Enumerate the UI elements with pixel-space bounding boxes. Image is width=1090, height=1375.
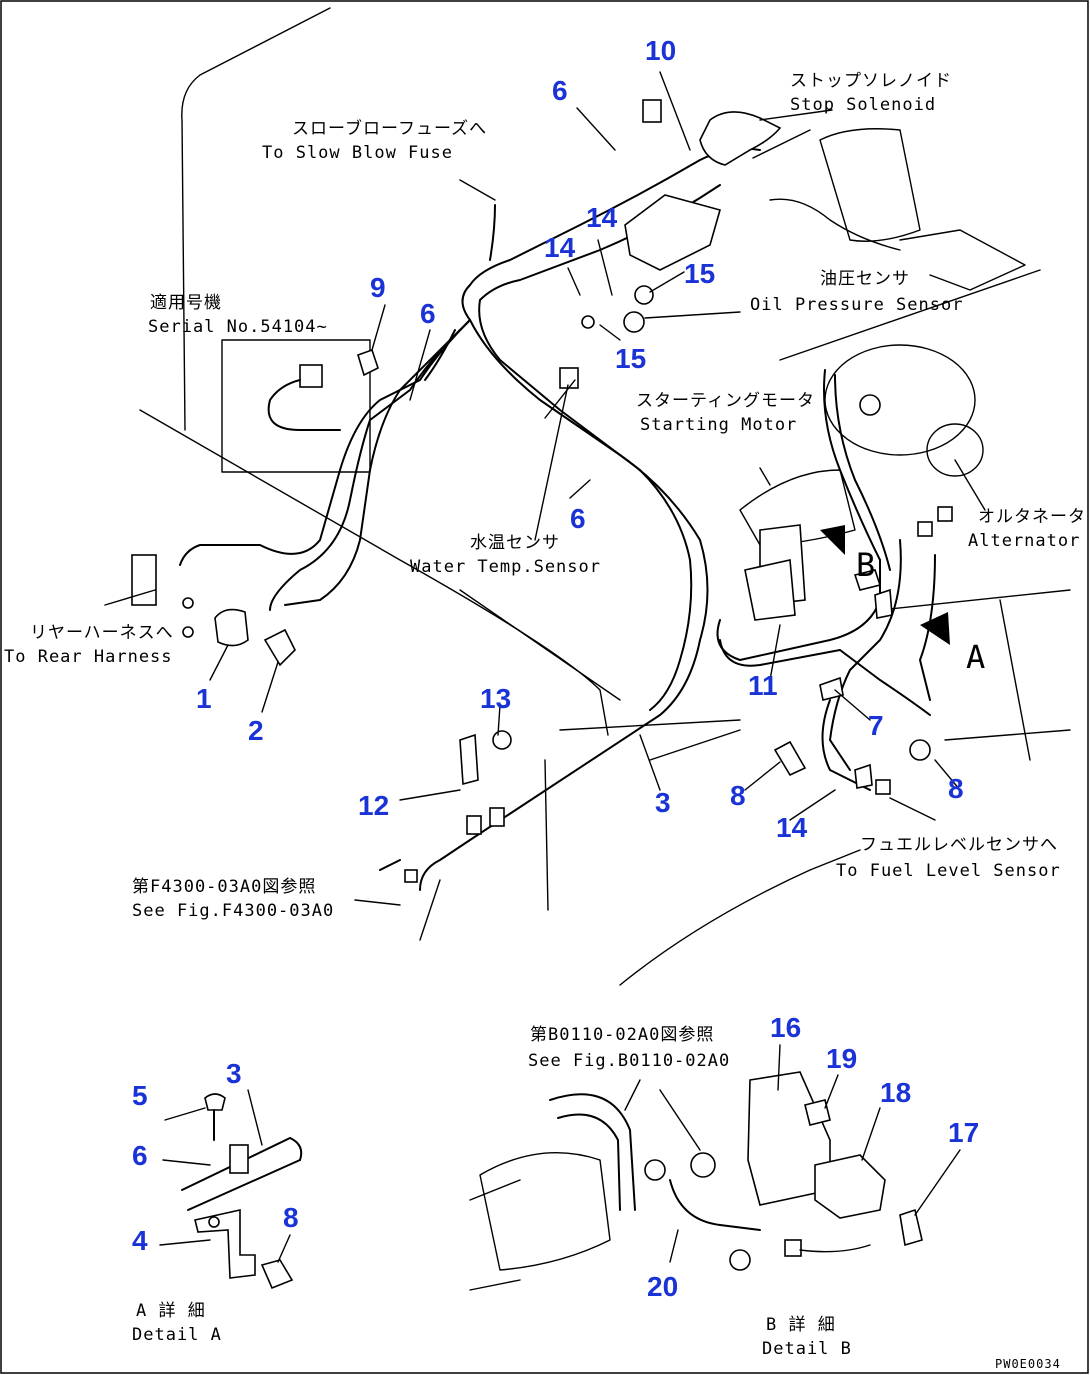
label-detail-a-jp: A 詳 細 (136, 1301, 206, 1321)
callout-16: 16 (770, 1012, 801, 1043)
leader-lines (104, 71, 986, 1263)
callout-18: 18 (880, 1077, 911, 1108)
callout-2: 2 (248, 715, 264, 746)
detail-b-drawing (469, 1071, 923, 1291)
annotation-labels: ストップソレノイド Stop Solenoid スローブローフューズへ To S… (4, 71, 1086, 1371)
callout-6-lower: 6 (570, 503, 586, 534)
callout-3-main: 3 (655, 787, 671, 818)
label-see-b0110-jp: 第B0110-02A0図参照 (530, 1025, 714, 1045)
label-fuel-level-jp: フュエルレベルセンサへ (860, 835, 1058, 855)
callout-15-lower: 15 (615, 343, 646, 374)
components (131, 99, 984, 883)
callout-10: 10 (645, 35, 676, 66)
label-slow-blow-jp: スローブローフューズへ (292, 118, 487, 139)
callout-11: 11 (748, 670, 778, 701)
callout-1: 1 (196, 683, 212, 714)
label-rear-harness-en: To Rear Harness (4, 647, 173, 667)
view-marker-b: B (856, 546, 876, 584)
callout-8-left: 8 (730, 780, 746, 811)
label-detail-b-en: Detail B (762, 1339, 852, 1359)
label-water-temp-jp: 水温センサ (470, 533, 560, 553)
callout-6-top: 6 (552, 75, 568, 106)
callout-4: 4 (132, 1225, 148, 1256)
label-serial-jp: 適用号機 (150, 293, 222, 313)
label-stop-solenoid-jp: ストップソレノイド (790, 71, 952, 91)
callout-15-right: 15 (684, 258, 715, 289)
callout-8-right: 8 (948, 773, 964, 804)
callout-12: 12 (358, 790, 389, 821)
callout-5: 5 (132, 1080, 148, 1111)
label-rear-harness-jp: リヤーハーネスへ (30, 623, 174, 643)
detail-a-drawing (181, 1093, 303, 1290)
label-starting-motor-en: Starting Motor (640, 415, 797, 435)
drawing-code: PW0E0034 (995, 1357, 1061, 1371)
label-slow-blow-en: To Slow Blow Fuse (262, 143, 453, 163)
callout-17: 17 (948, 1117, 979, 1148)
callout-numbers: 10 6 14 14 15 15 9 6 6 1 2 13 12 3 11 7 … (132, 35, 979, 1302)
callout-6-harness: 6 (420, 298, 436, 329)
label-oil-pressure-jp: 油圧センサ (820, 269, 910, 289)
label-alternator-jp: オルタネータ (978, 507, 1086, 527)
label-starting-motor-jp: スターティングモータ (636, 391, 815, 411)
label-water-temp-en: Water Temp.Sensor (410, 557, 601, 577)
label-see-f4300-en: See Fig.F4300-03A0 (132, 901, 334, 921)
machine-body-outline (139, 7, 1071, 986)
label-alternator-en: Alternator (968, 531, 1080, 551)
callout-3-detail: 3 (226, 1058, 242, 1089)
label-detail-a-en: Detail A (132, 1325, 222, 1345)
label-stop-solenoid-en: Stop Solenoid (790, 95, 936, 115)
view-marker-a: A (966, 638, 986, 676)
label-detail-b-jp: B 詳 細 (766, 1315, 836, 1335)
callout-13: 13 (480, 683, 511, 714)
callout-14-mid: 14 (544, 232, 576, 263)
label-see-f4300-jp: 第F4300-03A0図参照 (132, 877, 316, 897)
callout-9: 9 (370, 272, 386, 303)
callout-6-detail: 6 (132, 1140, 148, 1171)
callout-8-detail: 8 (283, 1202, 299, 1233)
callout-14-top: 14 (586, 202, 618, 233)
label-see-b0110-en: See Fig.B0110-02A0 (528, 1051, 730, 1071)
callout-20: 20 (647, 1271, 678, 1302)
label-oil-pressure-en: Oil Pressure Sensor (750, 295, 963, 315)
callout-19: 19 (826, 1043, 857, 1074)
label-serial-en: Serial No.54104~ (148, 317, 328, 337)
label-fuel-level-en: To Fuel Level Sensor (836, 861, 1061, 881)
callout-7: 7 (868, 710, 884, 741)
main-harness (179, 147, 936, 941)
callout-14-bottom: 14 (776, 812, 808, 843)
